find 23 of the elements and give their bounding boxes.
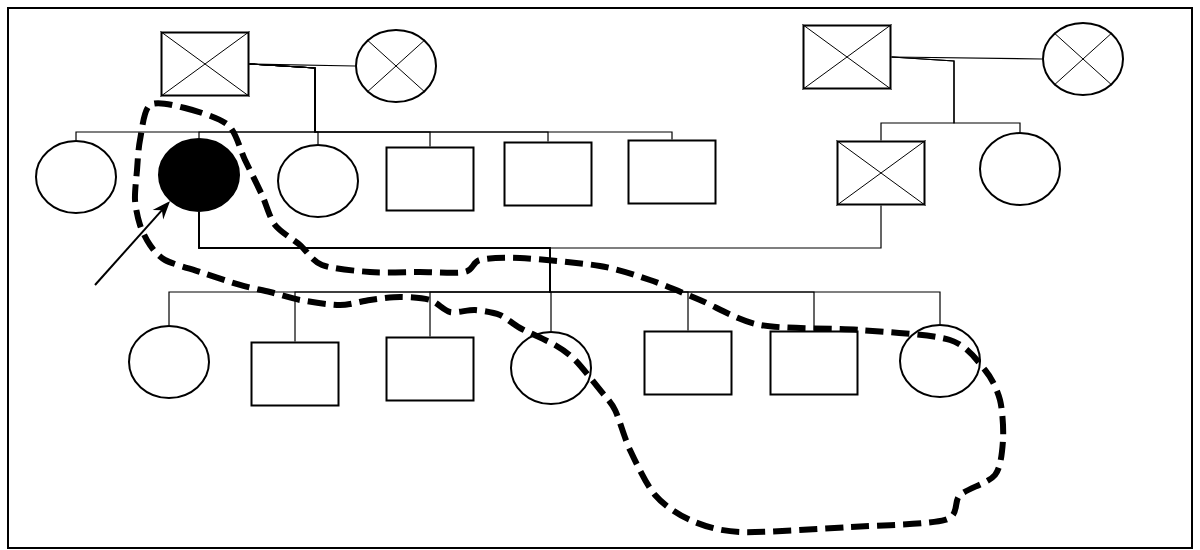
circle-symbol xyxy=(510,331,592,405)
crossed-circle xyxy=(1042,22,1124,96)
square-symbol xyxy=(385,336,475,402)
circle-symbol xyxy=(128,325,210,399)
circle-symbol xyxy=(979,132,1061,206)
square-symbol xyxy=(503,141,593,207)
circle-symbol xyxy=(35,140,117,214)
square-symbol xyxy=(385,146,475,212)
pedigree-line xyxy=(198,211,941,325)
circle-symbol xyxy=(277,144,359,218)
filled-circle xyxy=(158,138,240,212)
square-symbol xyxy=(643,330,733,396)
crossed-square xyxy=(802,24,892,90)
square-symbol xyxy=(250,341,340,407)
circle-symbol xyxy=(899,324,981,398)
square-symbol xyxy=(769,330,859,396)
pedigree-line xyxy=(248,63,673,141)
crossed-circle xyxy=(355,29,437,103)
pedigree-line xyxy=(890,56,1021,133)
pedigree-line xyxy=(890,56,1043,60)
crossed-square xyxy=(160,31,250,97)
crossed-square xyxy=(836,140,926,206)
square-symbol xyxy=(627,139,717,205)
